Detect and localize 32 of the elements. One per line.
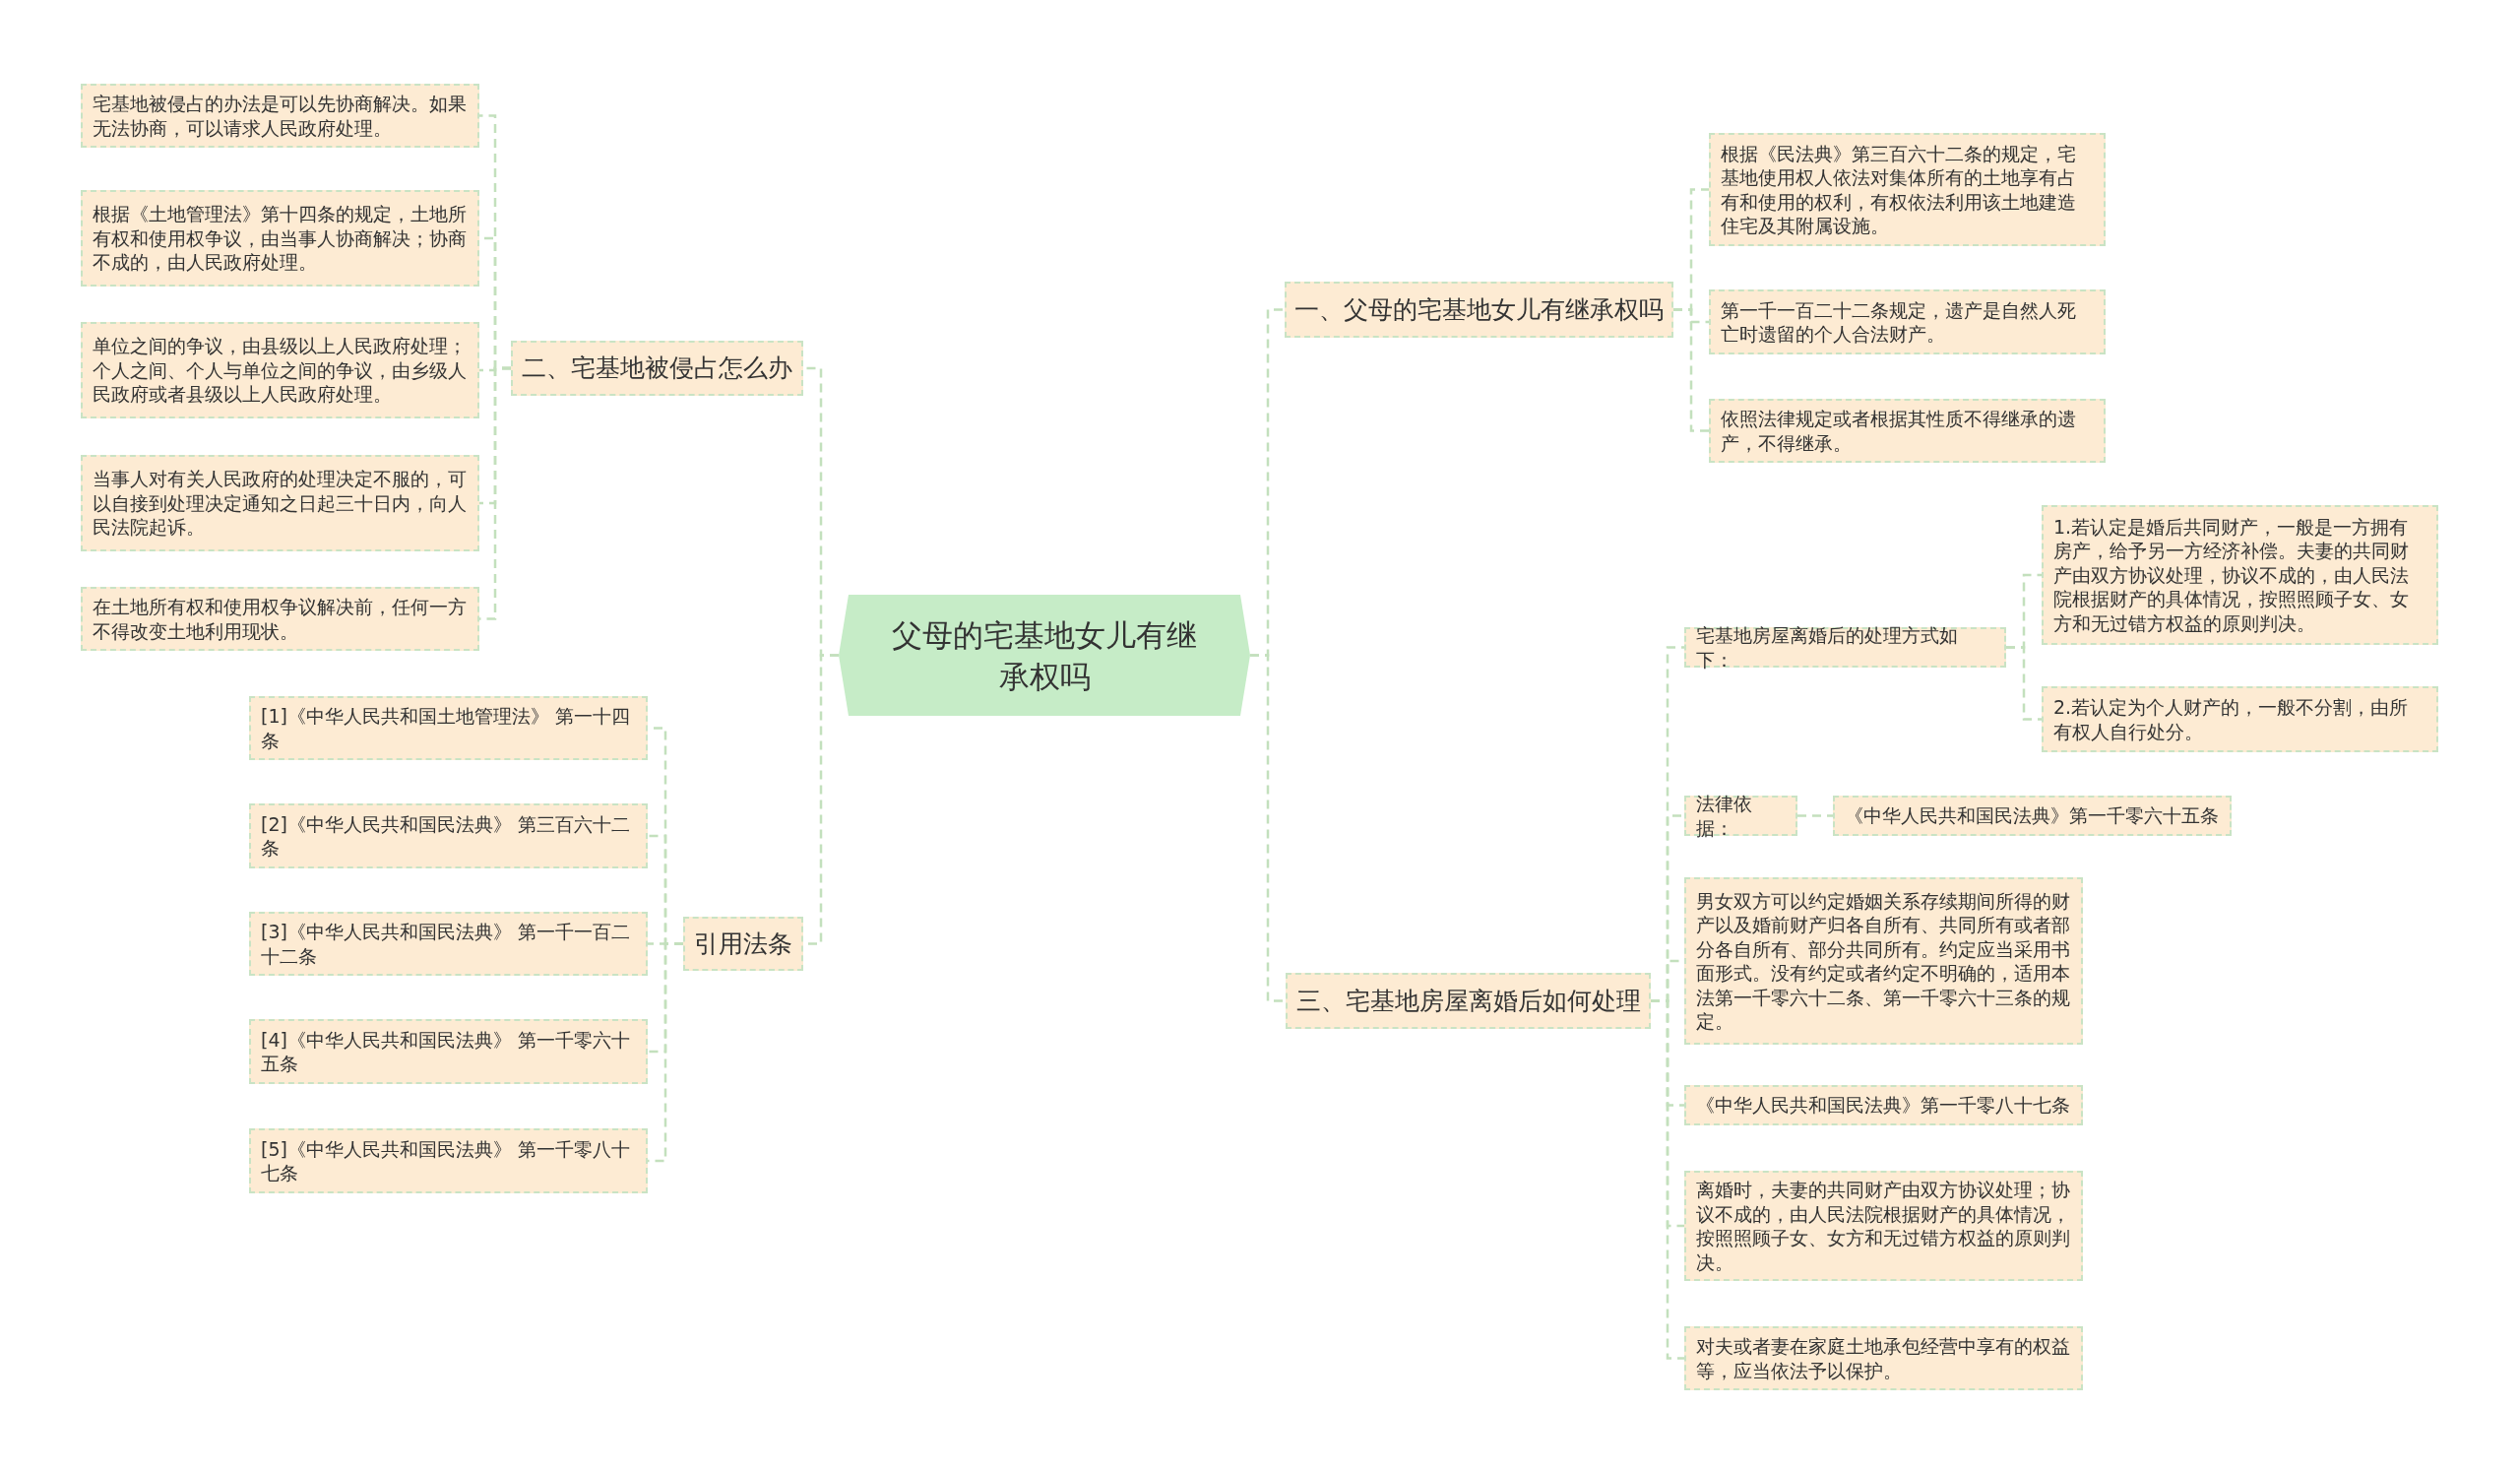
note-box: 第一千一百二十二条规定，遗产是自然人死亡时遗留的个人合法财产。 [1709, 289, 2106, 354]
note-box: [1]《中华人民共和国土地管理法》 第一十四条 [249, 696, 648, 760]
note-box: 根据《民法典》第三百六十二条的规定，宅基地使用权人依法对集体所有的土地享有占有和使用的权利，有权依法利用该土地建造住宅及其附属设施。 [1709, 133, 2106, 246]
note-box: 宅基地被侵占的办法是可以先协商解决。如果无法协商，可以请求人民政府处理。 [81, 84, 479, 148]
note-box: [5]《中华人民共和国民法典》 第一千零八十七条 [249, 1128, 648, 1193]
note-box: 《中华人民共和国民法典》第一千零八十七条 [1684, 1085, 2083, 1125]
connector-line [1673, 308, 1709, 432]
note-box: 对夫或者妻在家庭土地承包经营中享有的权益等，应当依法予以保护。 [1684, 1326, 2083, 1390]
connector-line [1651, 999, 1684, 1360]
connector-line [2006, 646, 2042, 721]
connector-line [1797, 814, 1833, 817]
note-box: 根据《土地管理法》第十四条的规定，土地所有权和使用权争议，由当事人协商解决；协商不成的，由人民政府处理。 [81, 190, 479, 287]
topic-box: 一、父母的宅基地女儿有继承权吗 [1285, 282, 1673, 338]
note-box: [2]《中华人民共和国民法典》 第三百六十二条 [249, 803, 648, 868]
note-box: 离婚时，夫妻的共同财产由双方协议处理；协议不成的，由人民法院根据财产的具体情况，按照照顾子女、女方和无过错方权益的原则判决。 [1684, 1171, 2083, 1281]
topic-box: 引用法条 [683, 917, 803, 971]
note-box: 宅基地房屋离婚后的处理方式如下： [1684, 627, 2006, 668]
note-box: 2.若认定为个人财产的，一般不分割，由所有权人自行处分。 [2042, 686, 2438, 752]
note-box: 单位之间的争议，由县级以上人民政府处理；个人之间、个人与单位之间的争议，由乡级人民政府或者县级以上人民政府处理。 [81, 322, 479, 418]
note-box: 依照法律规定或者根据其性质不得继承的遗产，不得继承。 [1709, 399, 2106, 463]
note-box: [4]《中华人民共和国民法典》 第一千零六十五条 [249, 1019, 648, 1084]
connector-line [1250, 654, 1286, 1002]
topic-box: 二、宅基地被侵占怎么办 [511, 341, 803, 396]
topic-box: 三、宅基地房屋离婚后如何处理 [1286, 973, 1651, 1029]
note-box: 《中华人民共和国民法典》第一千零六十五条 [1833, 796, 2232, 836]
note-box: 法律依据： [1684, 796, 1797, 836]
note-box: 当事人对有关人民政府的处理决定不服的，可以自接到处理决定通知之日起三十日内，向人民法院起诉。 [81, 455, 479, 551]
note-box: 在土地所有权和使用权争议解决前，任何一方不得改变土地利用现状。 [81, 587, 479, 651]
note-box: 1.若认定是婚后共同财产，一般是一方拥有房产，给予另一方经济补偿。夫妻的共同财产由双方协议处理，协议不成的，由人民法院根据财产的具体情况，按照照顾子女、女方和无过错方权益的原则判决。 [2042, 505, 2438, 645]
central-topic: 父母的宅基地女儿有继承权吗 [839, 595, 1250, 716]
note-box: 男女双方可以约定婚姻关系存续期间所得的财产以及婚前财产归各自所有、共同所有或者部分各自所有、部分共同所有。约定应当采用书面形式。没有约定或者约定不明确的，适用本法第一千零六十二条、第一千零六十三条的规定。 [1684, 877, 2083, 1045]
note-box: [3]《中华人民共和国民法典》 第一千一百二十二条 [249, 912, 648, 976]
